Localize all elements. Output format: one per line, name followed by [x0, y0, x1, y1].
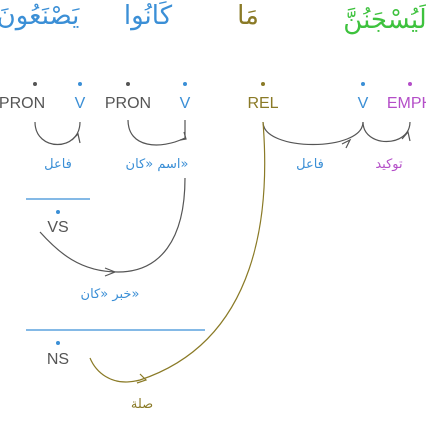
- word-layusjananna: لَيُسْجَنُنَّ: [343, 3, 426, 35]
- arc-fail-w4: [34, 121, 81, 145]
- phrase-vs: VS: [47, 219, 68, 236]
- ns-dot: [56, 341, 60, 345]
- dot-pron-w3: [126, 82, 130, 86]
- arc-emph: [362, 121, 411, 143]
- tag-emph: EMPH: [387, 95, 426, 112]
- tag-v-w3: V: [180, 95, 191, 112]
- tag-v-w1: V: [358, 95, 369, 112]
- word-yasnaun: يَصْنَعُونَ: [0, 1, 80, 31]
- label-tawkid: توكيد: [375, 157, 403, 172]
- arrowhead-khabar-kana: [104, 267, 117, 277]
- phrase-ns: NS: [47, 351, 69, 368]
- tag-pron-w4: PRON: [0, 95, 45, 112]
- arrowhead-fail-w4: [71, 132, 81, 144]
- label-khabar-kana: خبر «كان»: [81, 287, 140, 302]
- dot-v-w4: [78, 82, 82, 86]
- arrowhead-sila: [136, 373, 148, 384]
- dot-rel: [261, 82, 265, 86]
- word-kanu: كَانُوا: [124, 1, 173, 31]
- arc-ism-kana: [127, 119, 186, 146]
- dot-v-w3: [183, 82, 187, 86]
- label-ism-kana: اسم «كان»: [126, 157, 189, 172]
- dot-pron-w4: [33, 82, 37, 86]
- tag-rel: REL: [247, 95, 278, 112]
- vs-dot: [56, 210, 60, 214]
- arc-fail-w1: [262, 121, 364, 145]
- tag-pron-w3: PRON: [105, 95, 151, 112]
- tag-v-w4: V: [75, 95, 86, 112]
- arc-sila: [89, 121, 266, 383]
- label-sila: صلة: [131, 397, 153, 412]
- dot-emph: [408, 82, 412, 86]
- arrowhead-fail-w1: [341, 138, 352, 149]
- arrowhead-ism-kana: [179, 131, 187, 141]
- label-fail-w1: فاعل: [296, 157, 324, 172]
- word-ma: مَا: [237, 1, 259, 31]
- dot-v-w1: [361, 82, 365, 86]
- arrowhead-emph: [401, 130, 411, 142]
- label-fail-w4: فاعل: [44, 157, 72, 172]
- arc-khabar-kana: [39, 177, 186, 273]
